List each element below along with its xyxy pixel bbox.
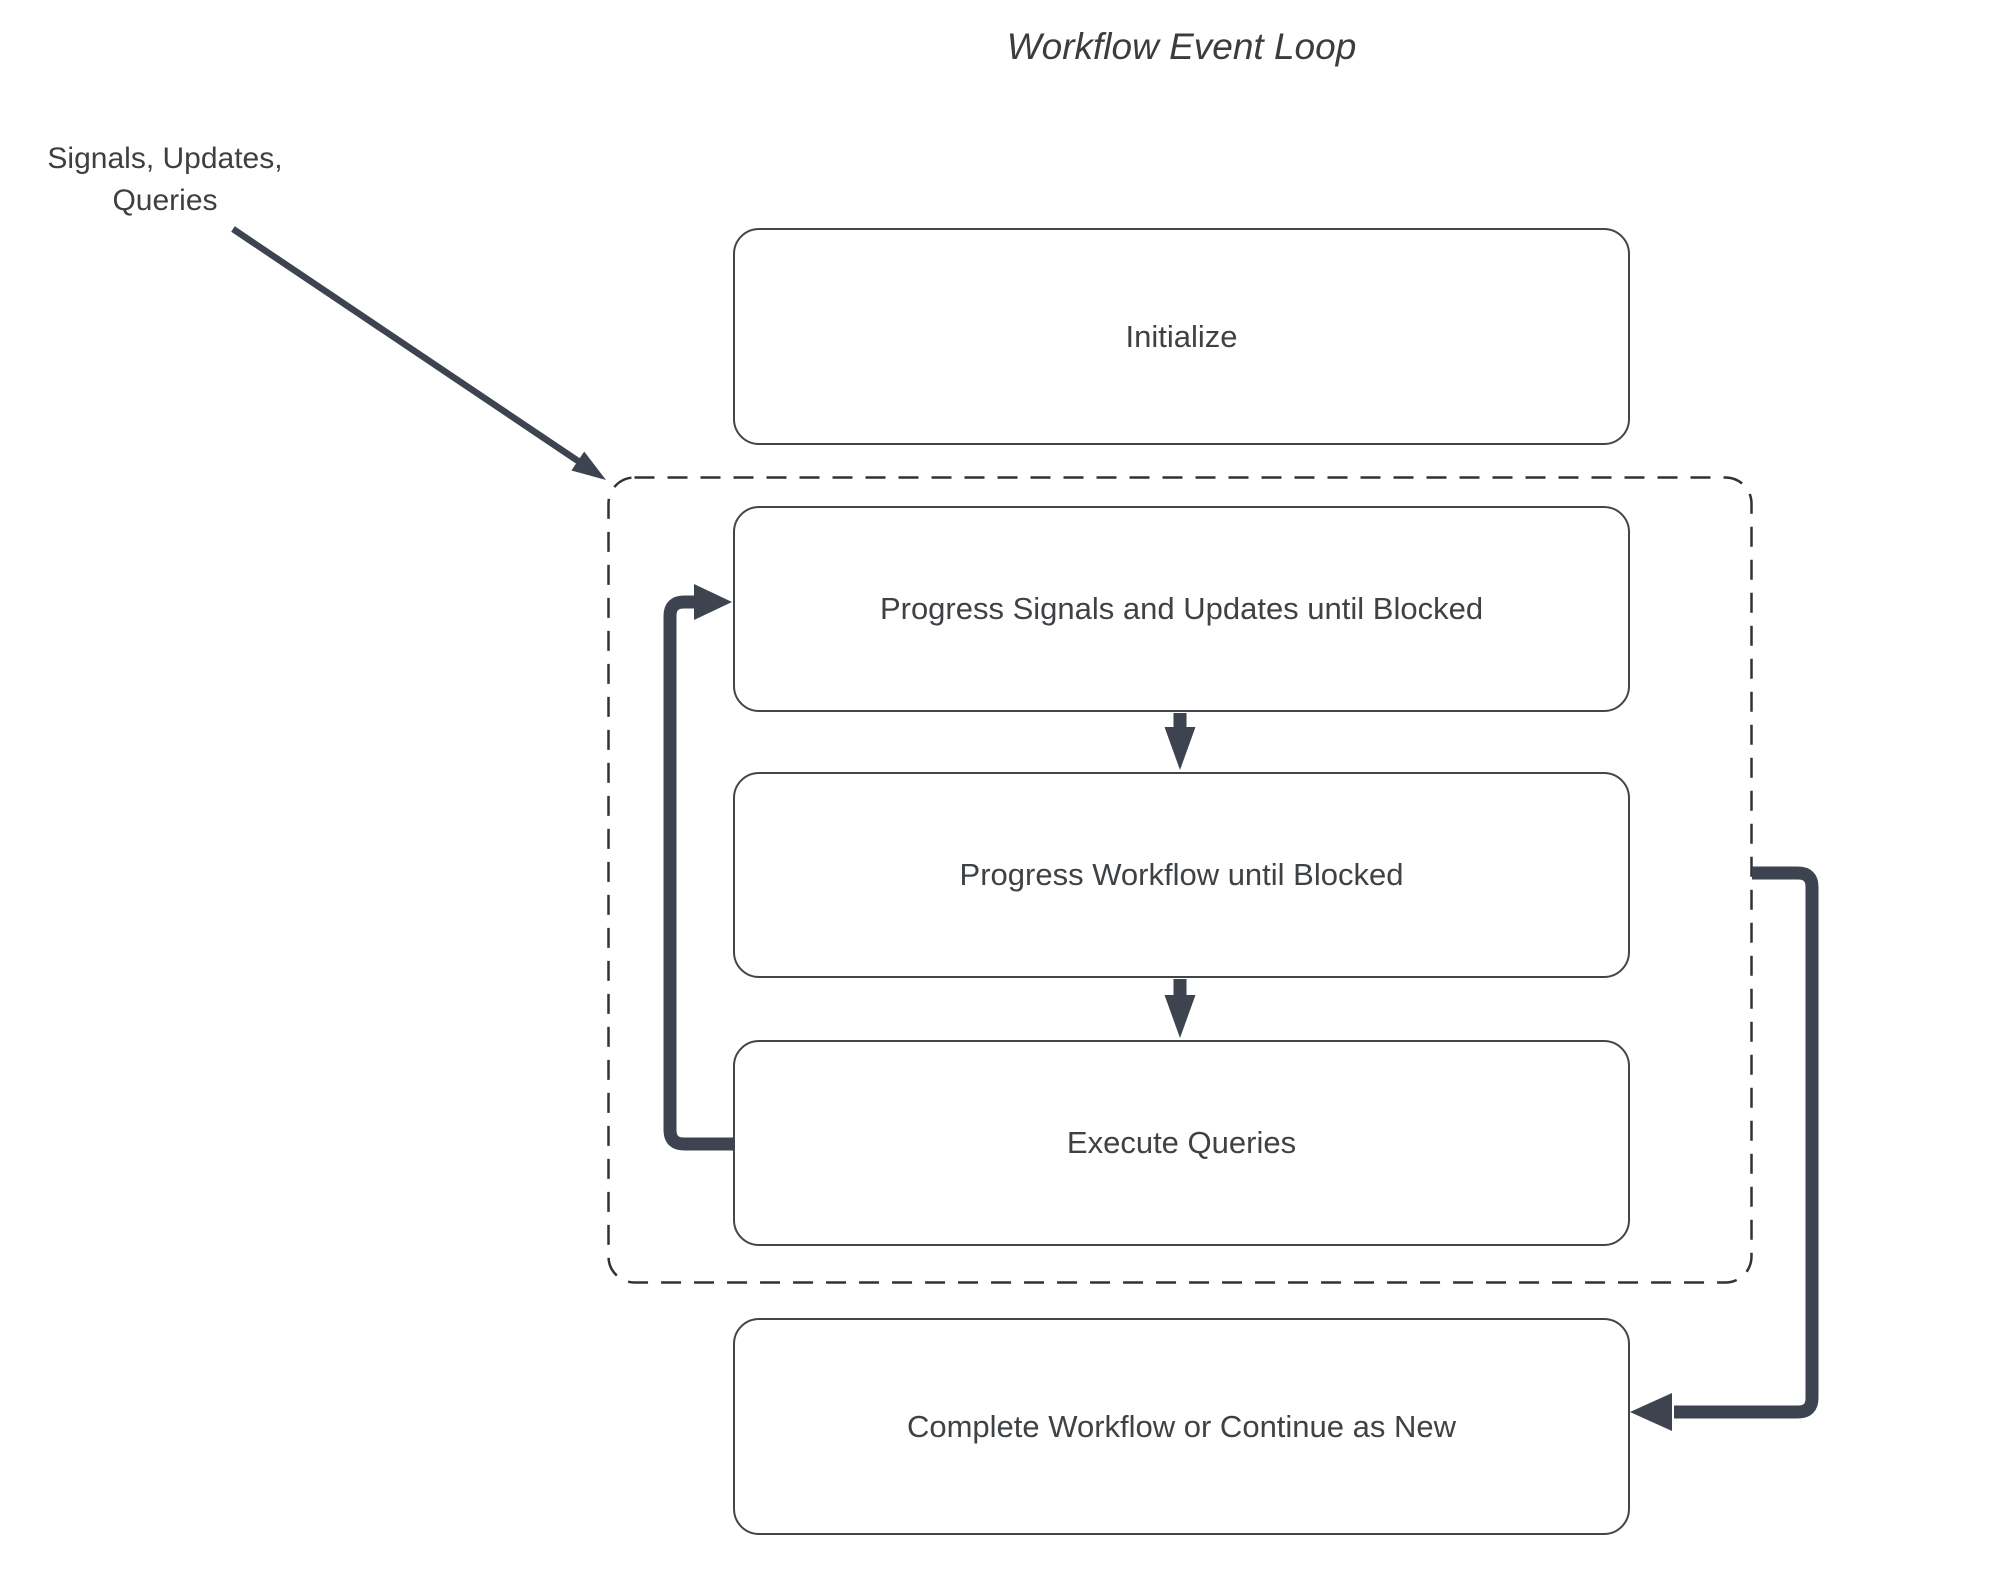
node-progress-signals-updates-label: Progress Signals and Updates until Block… (879, 591, 1484, 626)
arrow-signals-to-workflow (1164, 713, 1196, 770)
node-progress-signals-updates: Progress Signals and Updates until Block… (733, 506, 1630, 712)
external-input-label: Signals, Updates, Queries (47, 142, 283, 217)
arrow-workflow-to-queries (1164, 979, 1196, 1038)
node-initialize-label: Initialize (1125, 318, 1238, 354)
node-progress-workflow-label: Progress Workflow until Blocked (959, 857, 1404, 892)
node-complete-or-continue-label: Complete Workflow or Continue as New (906, 1408, 1457, 1444)
diagram-title: Workflow Event Loop (1006, 26, 1357, 67)
node-execute-queries-label: Execute Queries (1066, 1125, 1297, 1160)
node-execute-queries: Execute Queries (733, 1040, 1630, 1246)
continue-arrow (1630, 866, 1819, 1431)
node-complete-or-continue: Complete Workflow or Continue as New (733, 1318, 1630, 1535)
node-progress-workflow: Progress Workflow until Blocked (733, 772, 1630, 978)
loop-back-arrow (663, 584, 733, 1151)
external-input-arrow (231, 226, 606, 480)
node-initialize: Initialize (733, 228, 1630, 445)
